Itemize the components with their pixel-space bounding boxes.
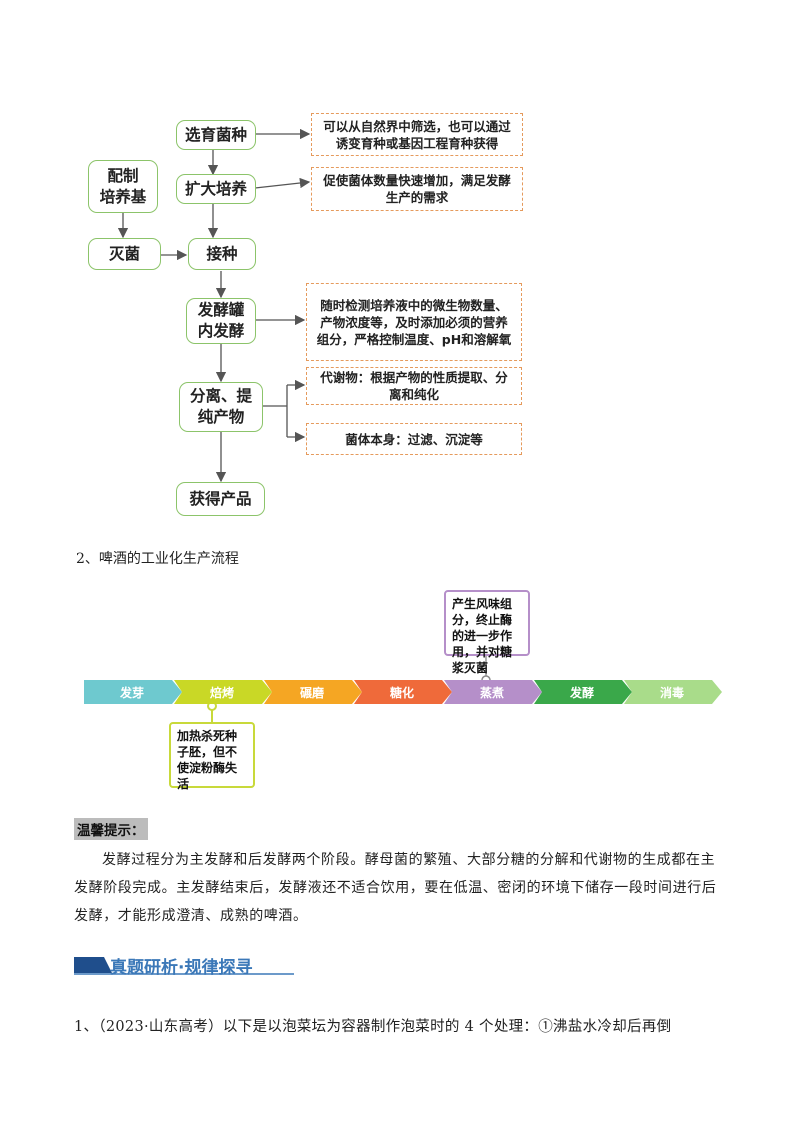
beer-step-3-label: 碾磨: [299, 685, 324, 700]
note-select-strain: 可以从自然界中筛选，也可以通过诱变育种或基因工程育种获得: [311, 113, 523, 156]
beer-step-2-shape: [174, 680, 272, 704]
banner-decoration: [74, 957, 294, 975]
banner-title: 真题研析·规律探寻: [110, 958, 253, 978]
step-sterilize: 灭菌: [88, 238, 161, 270]
step-inoculate: 接种: [188, 238, 256, 270]
beer-step-1-shape: [84, 680, 182, 704]
beer-step-6-shape: [534, 680, 632, 704]
beer-step-5-shape: [444, 680, 542, 704]
beer-step-6-label: 发酵: [569, 685, 594, 700]
step-prepare-medium: 配制 培养基: [88, 160, 158, 213]
step-obtain-product: 获得产品: [176, 482, 265, 516]
note-cell-body: 菌体本身：过滤、沉淀等: [306, 423, 522, 455]
beer-step-1-label: 发芽: [119, 685, 144, 700]
step-separate-purify: 分离、提 纯产物: [179, 382, 263, 432]
beer-step-3-shape: [264, 680, 362, 704]
beer-step-5-label: 蒸煮: [479, 685, 504, 700]
beer-step-4-shape: [354, 680, 452, 704]
note-metabolite: 代谢物：根据产物的性质提取、分离和纯化: [306, 367, 522, 405]
step-expand-culture: 扩大培养: [176, 174, 256, 204]
beer-step-2-label: 焙烤: [209, 685, 234, 700]
step-fermentation: 发酵罐 内发酵: [186, 298, 256, 344]
beer-step-7-label: 消毒: [659, 685, 684, 700]
tip-title: 温馨提示：: [74, 818, 148, 840]
note-bake: 加热杀死种子胚，但不使淀粉酶失活: [169, 722, 255, 791]
tip-paragraph: 发酵过程分为主发酵和后发酵两个阶段。酵母菌的繁殖、大部分糖的分解和代谢物的生成都…: [74, 852, 717, 924]
beer-step-7-shape: [624, 680, 722, 704]
note-boil: 产生风味组分，终止酶的进一步作用，并对糖浆灭菌: [444, 590, 530, 675]
question-1: 1、（2023·山东高考）以下是以泡菜坛为容器制作泡菜时的 4 个处理：①沸盐水…: [74, 1019, 672, 1035]
note-fermentation: 随时检测培养液中的微生物数量、产物浓度等，及时添加必须的营养组分，严格控制温度、…: [306, 283, 522, 361]
section-title-beer: 2、啤酒的工业化生产流程: [76, 551, 239, 567]
step-select-strain: 选育菌种: [176, 120, 256, 150]
beer-step-4-label: 糖化: [389, 685, 414, 700]
note-expand-culture: 促使菌体数量快速增加，满足发酵生产的需求: [311, 167, 523, 211]
